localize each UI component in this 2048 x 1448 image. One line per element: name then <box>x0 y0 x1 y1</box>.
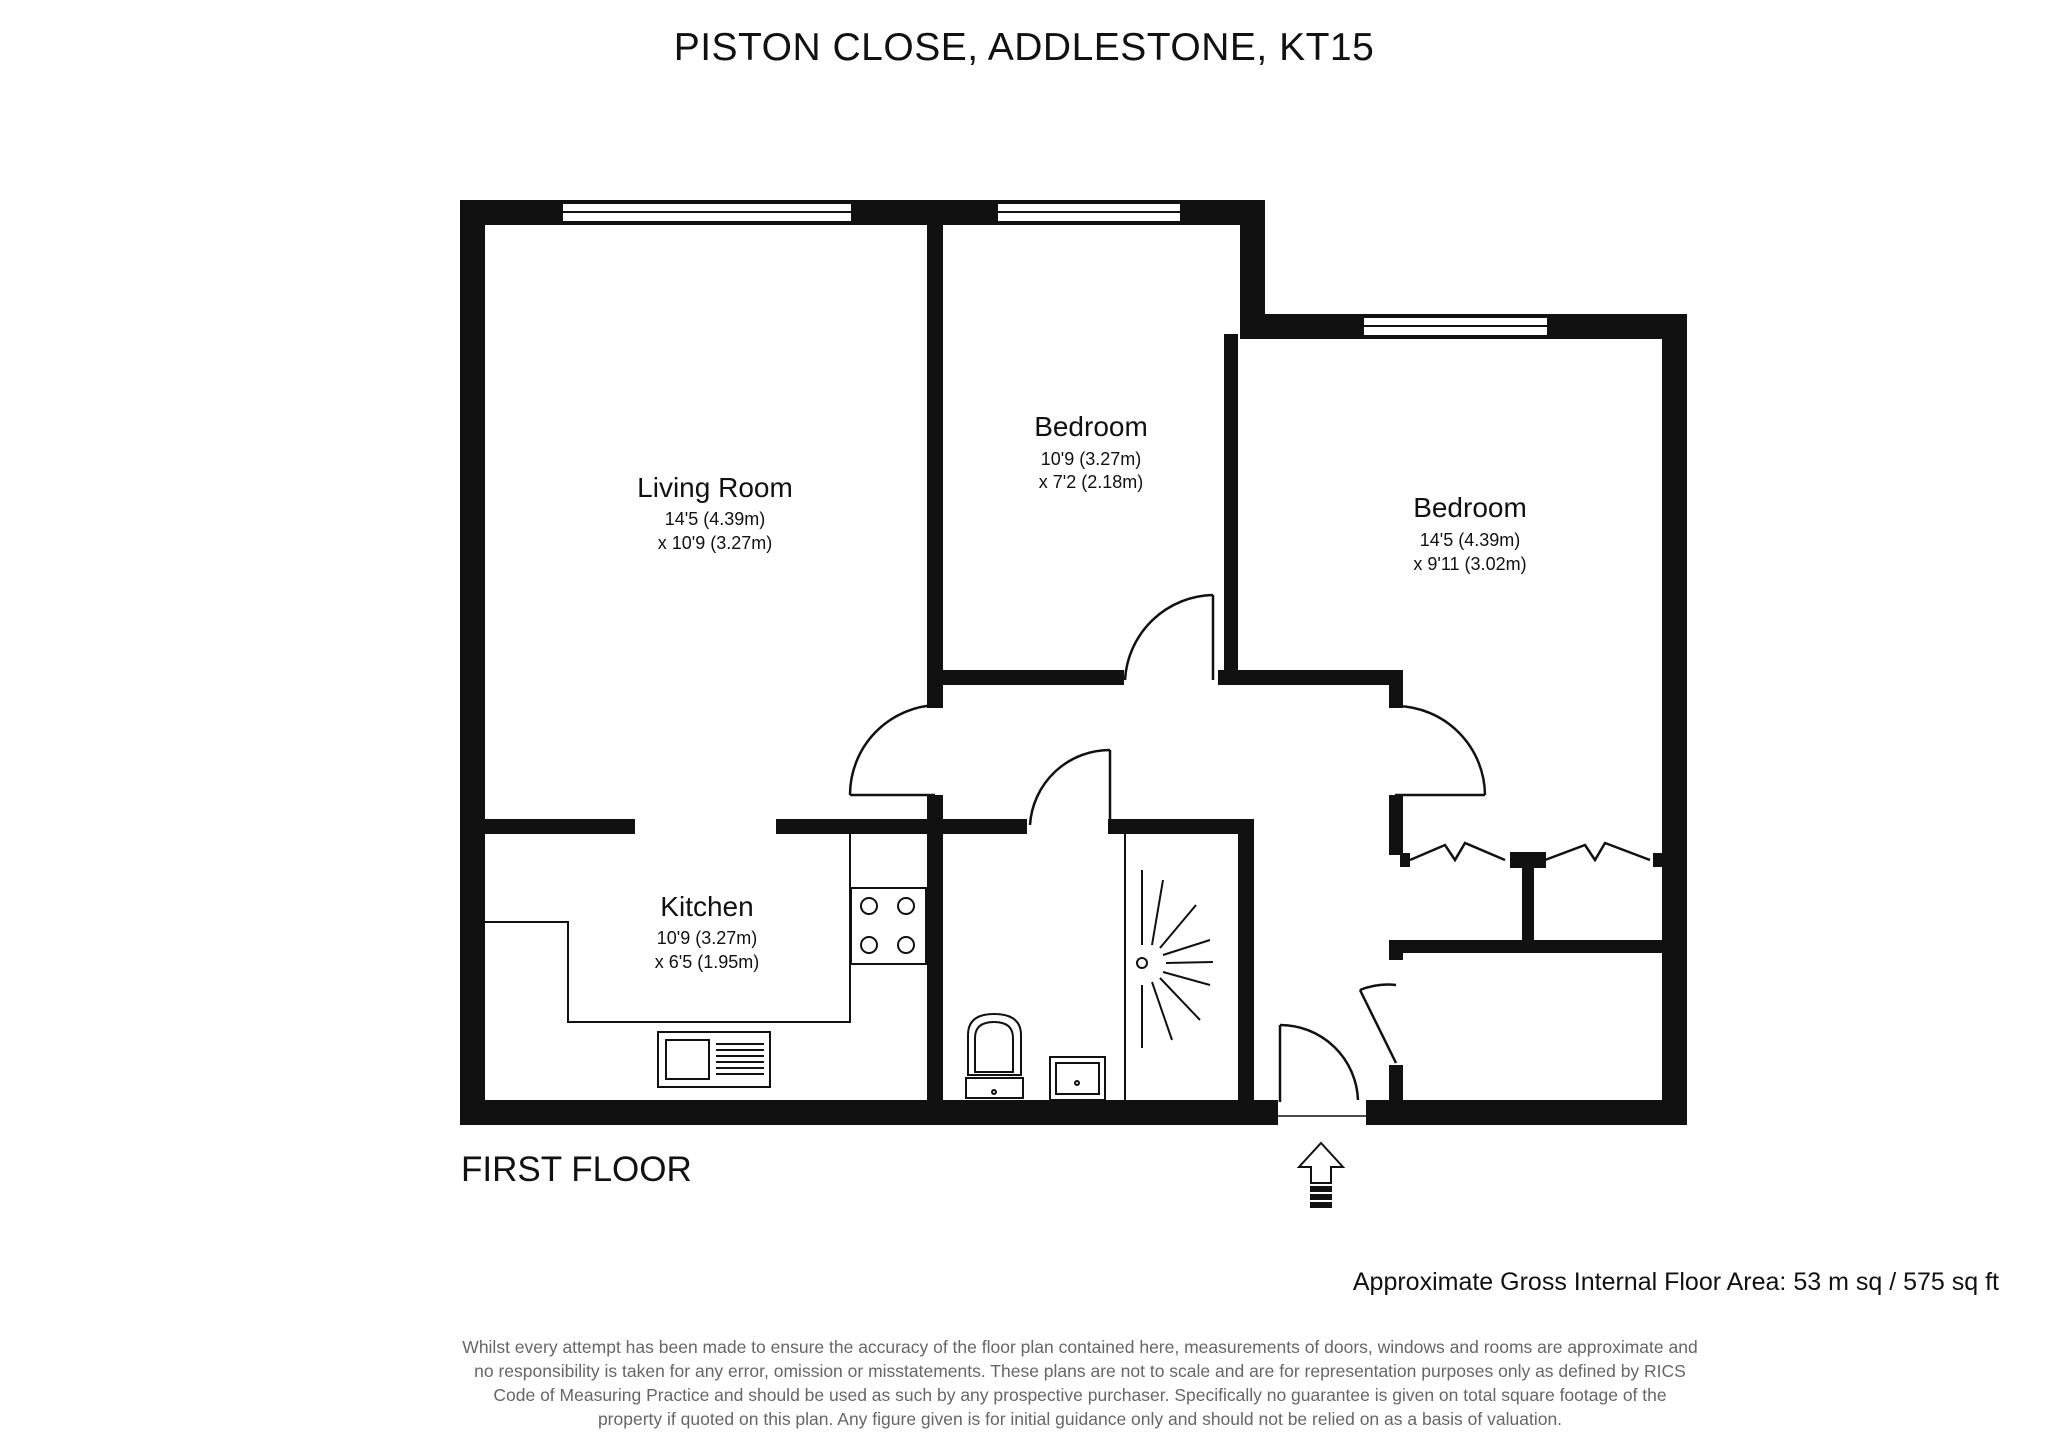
living-room-dim1: 14'5 (4.39m) <box>665 509 766 529</box>
exterior-walls <box>460 200 1687 1125</box>
bedroom-small-dim1: 10'9 (3.27m) <box>1041 449 1142 469</box>
bathroom-fittings <box>965 834 1214 1101</box>
kitchen-name: Kitchen <box>660 891 753 922</box>
living-room-name: Living Room <box>637 472 793 503</box>
bedroom-large-name: Bedroom <box>1413 492 1527 523</box>
interior-walls <box>483 222 1667 1101</box>
disclaimer-line: property if quoted on this plan. Any fig… <box>597 1409 1563 1429</box>
entrance-arrow-icon <box>1296 1141 1346 1208</box>
plan-title: PISTON CLOSE, ADDLESTONE, KT15 <box>673 26 1375 69</box>
living-room-dim2: x 10'9 (3.27m) <box>658 533 773 553</box>
kitchen-dim1: 10'9 (3.27m) <box>657 928 758 948</box>
kitchen-fittings <box>485 834 927 1088</box>
door-swings <box>848 593 1651 1117</box>
room-labels: Living Room 14'5 (4.39m) x 10'9 (3.27m) … <box>637 411 1527 972</box>
bedroom-small-name: Bedroom <box>1034 411 1148 442</box>
disclaimer-line: no responsibility is taken for any error… <box>474 1361 1686 1381</box>
disclaimer-line: Whilst every attempt has been made to en… <box>462 1337 1698 1357</box>
bedroom-small-dim2: x 7'2 (2.18m) <box>1039 472 1143 492</box>
windows <box>561 202 1549 337</box>
floor-area-note: Approximate Gross Internal Floor Area: 5… <box>1352 1268 1999 1296</box>
floor-label: FIRST FLOOR <box>461 1150 692 1189</box>
disclaimer-line: Code of Measuring Practice and should be… <box>493 1385 1667 1405</box>
disclaimer: Whilst every attempt has been made to en… <box>380 1335 1780 1431</box>
bedroom-large-dim1: 14'5 (4.39m) <box>1420 530 1521 550</box>
kitchen-dim2: x 6'5 (1.95m) <box>655 952 759 972</box>
bedroom-large-dim2: x 9'11 (3.02m) <box>1413 554 1526 574</box>
